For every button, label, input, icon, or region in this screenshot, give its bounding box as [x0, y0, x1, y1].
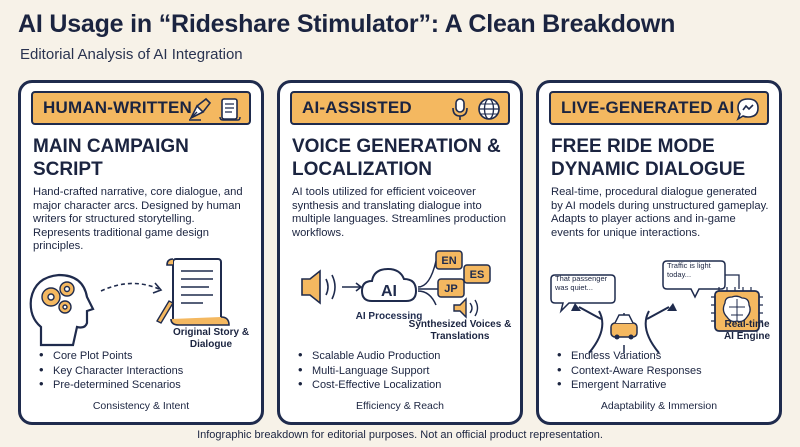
language-badge: JP	[437, 278, 465, 298]
card-header: HUMAN-WRITTEN	[31, 91, 251, 125]
bullet-list: Scalable Audio Production Multi-Language…	[298, 348, 441, 393]
bullet-item: Context-Aware Responses	[557, 363, 702, 379]
card-header: AI-ASSISTED	[290, 91, 510, 125]
language-badge: EN	[435, 250, 463, 270]
script-scroll-icon	[166, 258, 230, 326]
bullet-item: Multi-Language Support	[298, 363, 441, 379]
card-ai-assisted: AI-ASSISTED VOICE GENERATION & LOCALIZAT…	[277, 80, 523, 425]
cloud-label: AI	[381, 283, 397, 300]
car-icon	[610, 314, 638, 340]
cloud-icon	[360, 267, 418, 302]
speech-bubble-text-right: Traffic is light today...	[667, 261, 711, 279]
card-footer: Adaptability & Immersion	[600, 400, 718, 412]
microphone-icon	[452, 98, 468, 120]
illustration-caption: Original Story & Dialogue	[172, 327, 250, 350]
card-title: FREE RIDE MODE DYNAMIC DIALOGUE	[551, 136, 746, 180]
card-description: Real-time, procedural dialogue generated…	[551, 186, 769, 239]
gear-icon	[41, 281, 75, 314]
pen-icon	[156, 300, 174, 324]
bullet-item: Cost-Effective Localization	[298, 377, 441, 393]
bullet-item: Core Plot Points	[39, 348, 183, 364]
language-label: JP	[444, 283, 457, 295]
dynamic-dialogue-illustration	[550, 260, 763, 353]
scroll-icon	[219, 98, 241, 121]
card-footer: Efficiency & Reach	[356, 400, 444, 412]
page-title: AI Usage in “Rideshare Stimulator”: A Cl…	[18, 10, 676, 38]
bullet-item: Endless Variations	[557, 348, 702, 364]
language-label: ES	[470, 269, 485, 281]
voice-processing-illustration: AI AI Processing EN ES JP	[301, 250, 491, 322]
card-description: AI tools utilized for efficient voiceove…	[292, 186, 506, 239]
card-header: LIVE-GENERATED AI	[549, 91, 769, 125]
card-footer: Consistency & Intent	[92, 400, 190, 412]
bullet-item: Key Character Interactions	[39, 363, 183, 379]
globe-icon	[478, 98, 500, 120]
card-header-label: AI-ASSISTED	[302, 98, 412, 117]
card-human-written: HUMAN-WRITTEN MAIN CAMPAIGN SCRIPT Hand-…	[18, 80, 264, 425]
arrow-icon	[100, 282, 160, 292]
chat-bubble-icon	[736, 98, 759, 121]
processing-label: AI Processing	[356, 311, 423, 322]
card-title: MAIN CAMPAIGN SCRIPT	[33, 136, 189, 180]
output-caption: Synthesized Voices & Translations	[408, 319, 512, 342]
language-badge: ES	[463, 264, 491, 284]
card-header-label: HUMAN-WRITTEN	[43, 98, 192, 117]
bullet-item: Scalable Audio Production	[298, 348, 441, 364]
human-writer-illustration	[29, 258, 230, 347]
bullet-item: Emergent Narrative	[557, 377, 702, 393]
disclaimer-note: Infographic breakdown for editorial purp…	[197, 429, 603, 441]
language-label: EN	[441, 255, 456, 267]
small-speaker-icon	[453, 297, 479, 319]
page-subtitle: Editorial Analysis of AI Integration	[20, 46, 243, 63]
speech-bubble	[550, 274, 616, 314]
bullet-list: Core Plot Points Key Character Interacti…	[39, 348, 183, 393]
speaker-icon	[301, 269, 336, 305]
card-header-label: LIVE-GENERATED AI	[561, 98, 735, 117]
ai-chip-icon	[711, 287, 763, 332]
speech-bubble	[662, 260, 726, 299]
card-description: Hand-crafted narrative, core dialogue, a…	[33, 186, 243, 253]
card-live-generated-ai: LIVE-GENERATED AI FREE RIDE MODE DYNAMIC…	[536, 80, 782, 425]
fountain-pen-icon	[189, 97, 212, 121]
card-title: VOICE GENERATION & LOCALIZATION	[292, 136, 501, 180]
bullet-list: Endless Variations Context-Aware Respons…	[557, 348, 702, 393]
bullet-item: Pre-determined Scenarios	[39, 377, 183, 393]
speech-bubble-text-left: That passenger was quiet...	[555, 274, 608, 292]
engine-caption: Real-time AI Engine	[723, 319, 771, 342]
